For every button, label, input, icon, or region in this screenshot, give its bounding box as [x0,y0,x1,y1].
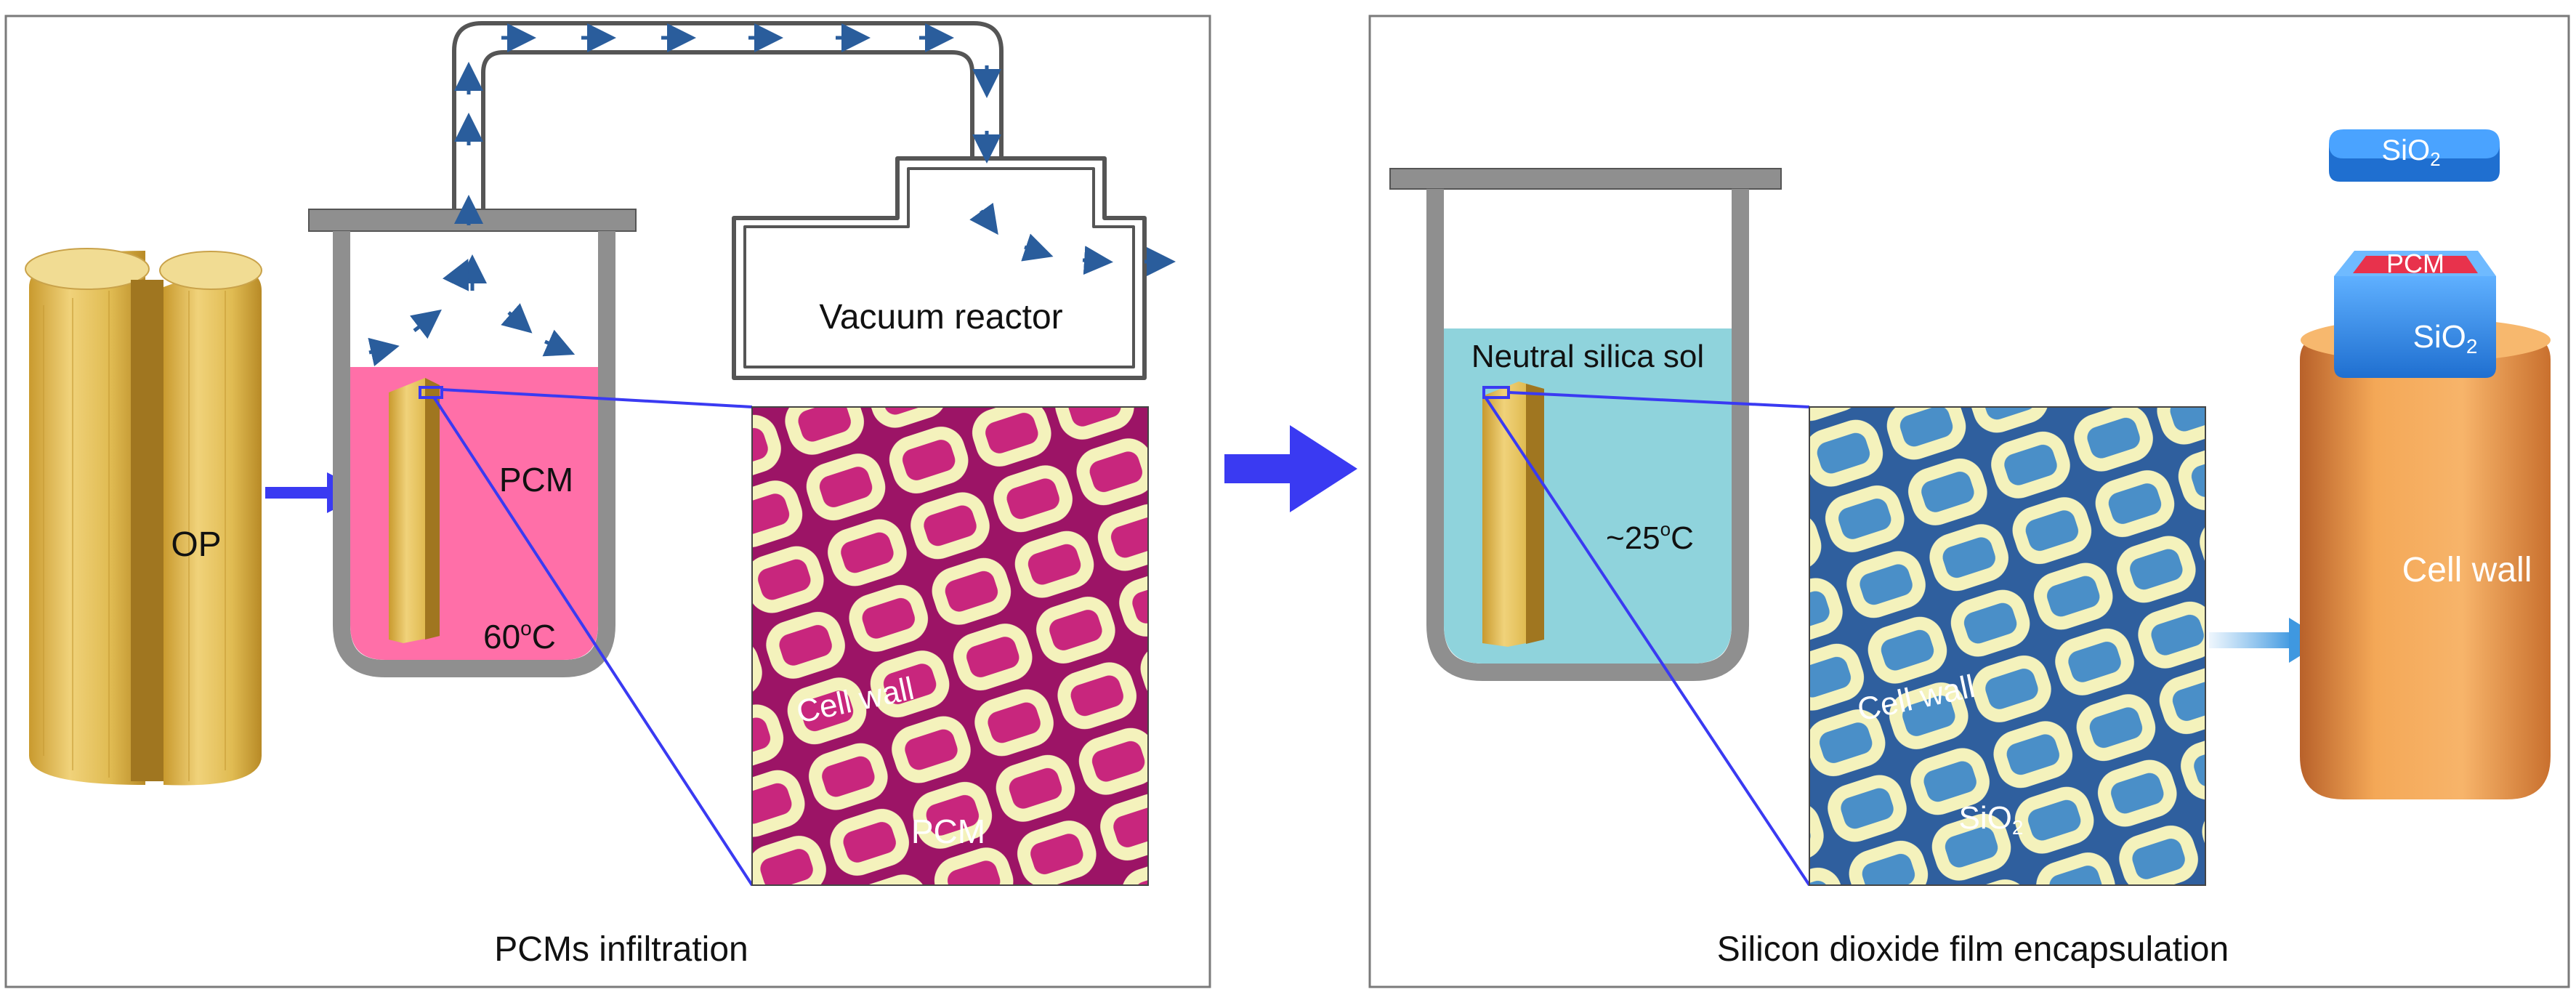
right-caption: Silicon dioxide film encapsulation [1717,930,2229,969]
wood-sample-sol [1482,382,1544,647]
wood-sample-pcm [389,378,443,643]
cap-label: SiO2 [2381,134,2440,170]
flow-arrows [368,23,1176,366]
zoom-lines-right [1485,391,1811,887]
vacuum-reactor [732,156,1147,380]
left-caption: PCMs infiltration [494,930,748,969]
pcm-core-label: PCM [2386,249,2444,278]
pcm-temp-label: 60oC [483,617,556,656]
zoom-right-fill-label: SiO2 [1959,800,2024,839]
wood-log [25,248,262,786]
shell-label: SiO2 [2413,319,2478,358]
zoom-pcm-cells [751,406,1149,886]
zoom-lines-left [433,388,754,887]
vacuum-reactor-label: Vacuum reactor [819,298,1062,336]
sol-temp-label: ~25oC [1606,518,1694,556]
vacuum-pipe [452,21,1004,209]
sio2-shell [2334,251,2496,378]
sio2-cap [2329,129,2500,182]
process-arrow [1224,425,1357,512]
zoom-left-fill-label: PCM [911,812,985,850]
wood-label: OP [171,525,221,564]
silica-sol-label: Neutral silica sol [1471,339,1704,374]
pillar-label: Cell wall [2402,551,2532,589]
zoom-sio2-cells [1809,406,2206,886]
pcm-bath-label: PCM [499,461,573,499]
